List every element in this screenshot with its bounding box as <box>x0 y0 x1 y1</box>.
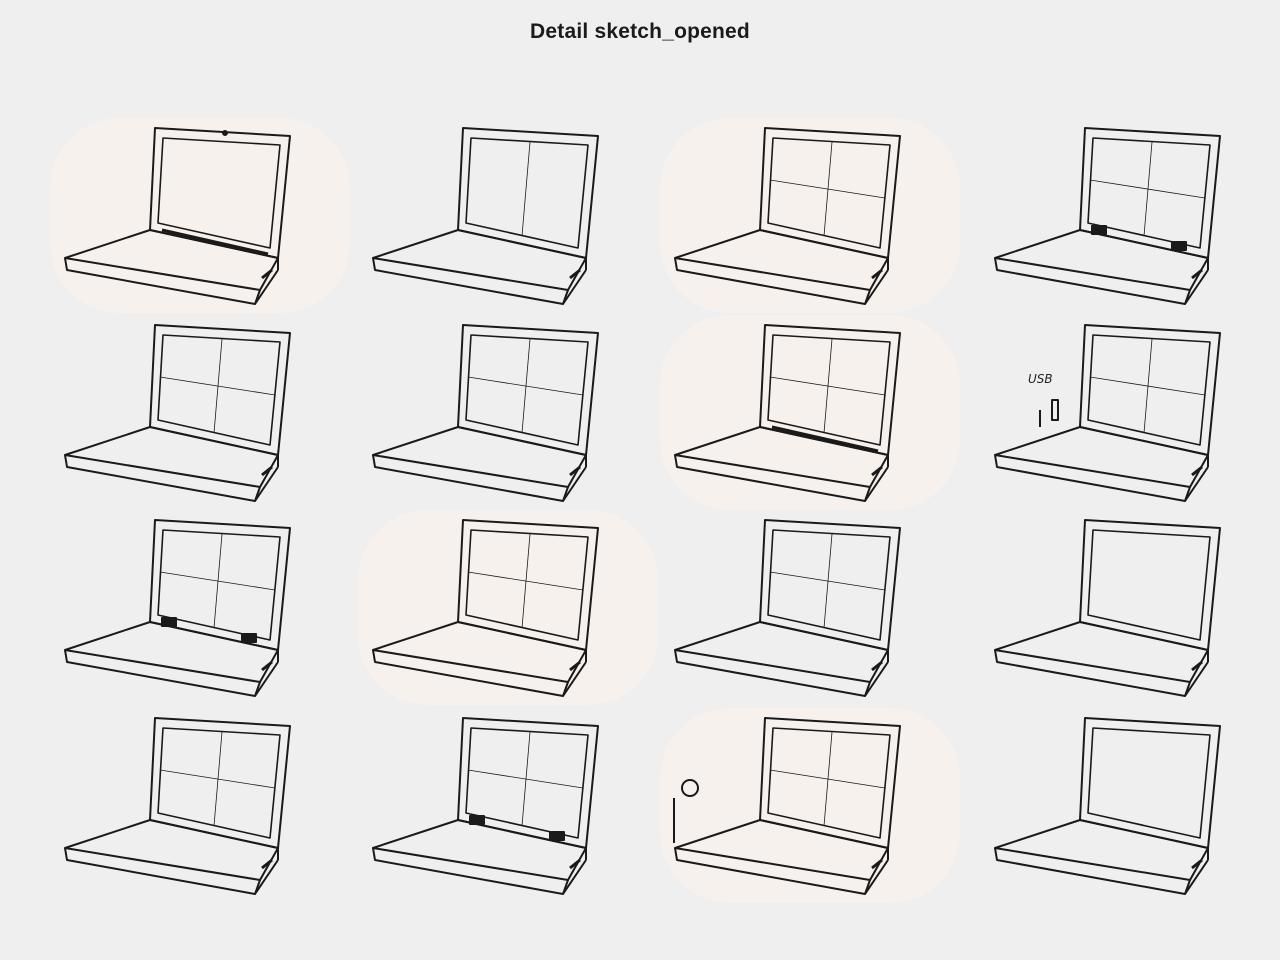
laptop-sketch-icon <box>994 127 1221 305</box>
laptop-sketch-icon <box>372 519 599 697</box>
laptop-sketch-icon <box>674 519 901 697</box>
sketch-r1c2 <box>358 118 658 313</box>
laptop-sketch-icon <box>372 127 599 305</box>
laptop-sketch-icon <box>674 324 901 502</box>
laptop-sketch-icon <box>994 519 1221 697</box>
usb-annotation: USB <box>1028 372 1053 386</box>
sketch-r4c1 <box>50 708 350 903</box>
sketch-grid <box>40 110 1260 903</box>
sketch-r1c3 <box>660 118 960 313</box>
sketch-r2c3 <box>660 315 960 510</box>
laptop-sketch-icon <box>994 324 1221 502</box>
laptop-sketch-icon <box>64 717 291 895</box>
sketch-r1c4 <box>980 118 1280 313</box>
sketch-r3c4 <box>980 510 1280 705</box>
sketch-r2c1 <box>50 315 350 510</box>
sketch-r4c4 <box>980 708 1280 903</box>
sketch-r4c2 <box>358 708 658 903</box>
laptop-sketch-icon <box>64 324 291 502</box>
sketch-r3c3 <box>660 510 960 705</box>
laptop-sketch-icon <box>372 324 599 502</box>
page-title: Detail sketch_opened <box>530 20 750 43</box>
sketch-r2c4 <box>980 315 1280 510</box>
laptop-sketch-icon <box>674 127 901 305</box>
laptop-sketch-icon <box>372 717 599 895</box>
sketch-r3c2 <box>358 510 658 705</box>
sketch-r1c1 <box>50 118 350 313</box>
laptop-sketch-icon <box>64 519 291 697</box>
laptop-sketch-icon <box>673 717 901 895</box>
laptop-sketch-icon <box>994 717 1221 895</box>
sketch-r3c1 <box>50 510 350 705</box>
sketch-r4c3 <box>660 708 960 903</box>
laptop-sketch-icon <box>64 127 291 305</box>
sketch-r2c2 <box>358 315 658 510</box>
